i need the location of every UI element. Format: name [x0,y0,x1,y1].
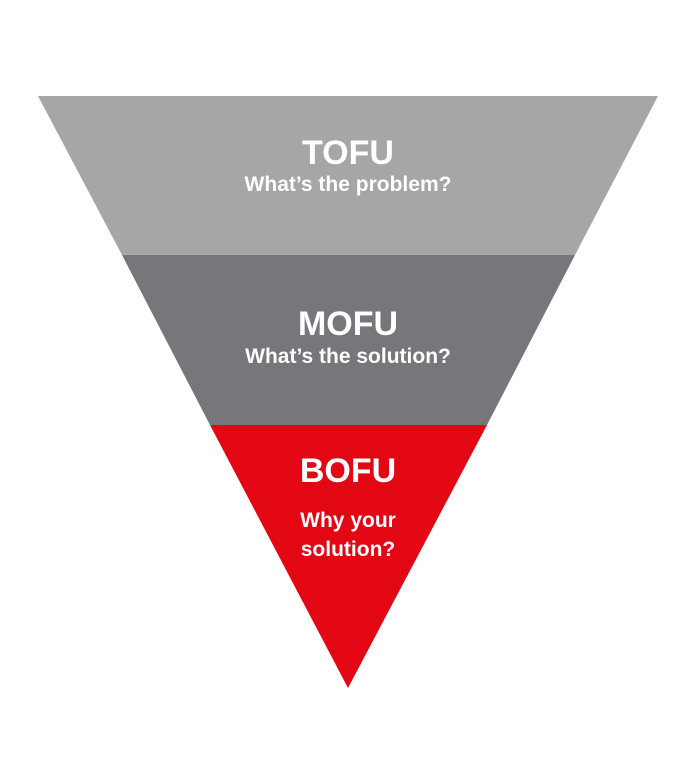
funnel-stage-bofu: BOFU Why your solution? [210,425,487,688]
mofu-title: MOFU [298,305,398,343]
bofu-title: BOFU [300,452,396,490]
bofu-question-line-1: Why your [300,509,396,532]
funnel-stage-mofu: MOFU What’s the solution? [122,255,575,425]
tofu-title: TOFU [302,134,394,172]
tofu-question: What’s the problem? [245,173,452,196]
bofu-segment [210,425,487,688]
bofu-question-line-2: solution? [301,538,395,561]
tofu-segment [38,96,658,255]
funnel-stage-tofu: TOFU What’s the problem? [38,96,658,255]
mofu-segment [122,255,575,425]
mofu-question: What’s the solution? [245,345,451,368]
